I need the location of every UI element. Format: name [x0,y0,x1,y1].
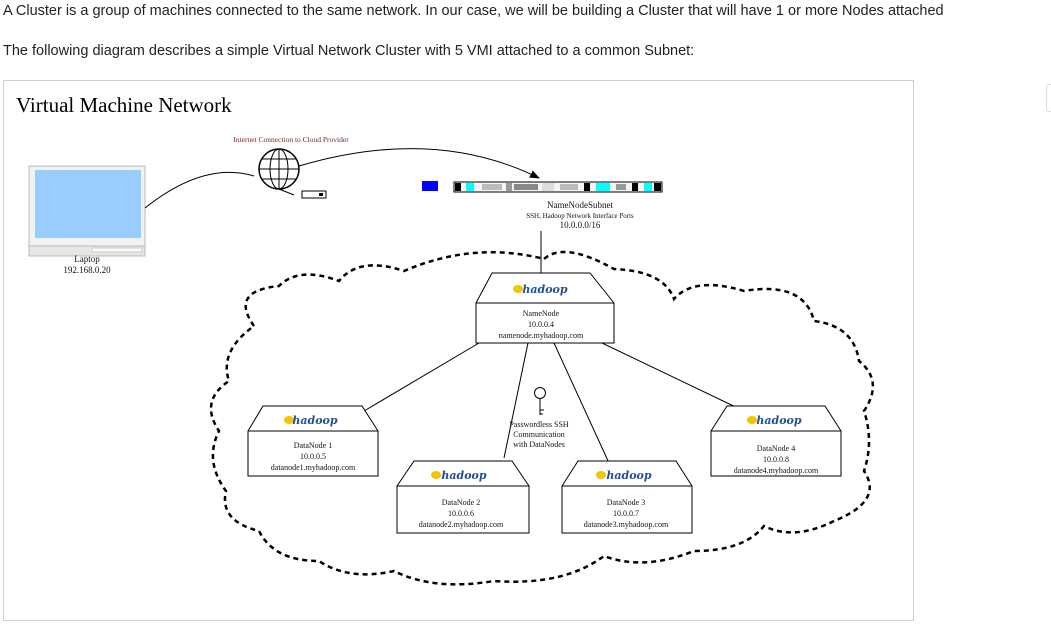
intro-paragraph: A Cluster is a group of machines connect… [3,3,944,19]
datanode2-box: hadoop DataNode 2 10.0.0.6 datanode2.myh… [396,460,530,534]
modem-icon [301,190,327,199]
cluster-cloud [209,250,874,586]
link-datanode1 [358,342,480,415]
datanode4-box: hadoop DataNode 4 10.0.0.8 datanode4.myh… [710,405,842,477]
diagram-frame: Laptop 192.168.0.20 Internet Connection … [3,80,914,621]
datanode1-host: datanode1.myhadoop.com [271,463,356,472]
key-label-line-1: Passwordless SSH [509,420,569,429]
link-datanode2 [503,342,529,459]
hadoop-logo-icon [747,416,757,424]
hadoop-logo-text: hadoop [292,414,337,427]
key-label-line-3: with DataNodes [513,440,565,449]
key-icon [534,387,546,415]
datanode4-host: datanode4.myhadoop.com [734,466,819,475]
datanode2-ip: 10.0.0.6 [448,509,474,518]
link-datanode3 [553,342,610,464]
subnet-port-blue [422,181,438,191]
subnet-ports: SSH, Hadoop Network Interface Ports [526,212,634,220]
key-label-line-2: Communication [513,430,565,439]
subnet-name: NameNodeSubnet [547,200,613,210]
hadoop-logo-icon [596,471,606,479]
link-datanode4 [601,342,745,412]
subnet-cidr: 10.0.0.0/16 [560,220,601,230]
hadoop-logo-text: hadoop [522,283,567,296]
network-diagram: Laptop 192.168.0.20 Internet Connection … [28,135,874,586]
hadoop-logo-text: hadoop [441,469,486,482]
datanode2-host: datanode2.myhadoop.com [419,520,504,529]
subnet-port-cyan [466,183,474,191]
internet-arrow [298,148,540,179]
datanode3-host: datanode3.myhadoop.com [584,520,669,529]
datanode2-name: DataNode 2 [442,498,480,507]
hadoop-logo-icon [513,285,523,293]
datanode3-name: DataNode 3 [607,498,645,507]
laptop-screen [35,170,141,238]
datanode3-box: hadoop DataNode 3 10.0.0.7 datanode3.myh… [561,460,693,534]
laptop-ip: 192.168.0.20 [63,265,111,275]
namenode-ip: 10.0.0.4 [528,320,554,329]
laptop-name: Laptop [74,254,100,264]
hadoop-logo-icon [284,416,294,424]
namenode-box: hadoop NameNode 10.0.0.4 namenode.myhado… [475,272,615,344]
hadoop-logo-icon [431,471,441,479]
diagram-intro-paragraph: The following diagram describes a simple… [3,43,695,59]
hadoop-logo-text: hadoop [756,414,801,427]
subnet-switch-icon [422,181,663,193]
datanode1-box: hadoop DataNode 1 10.0.0.5 datanode1.myh… [247,405,379,477]
globe-icon [258,148,300,190]
namenode-name: NameNode [523,309,560,318]
side-panel-edge [1046,84,1051,112]
internet-label: Internet Connection to Cloud Provider [233,135,349,144]
datanode4-ip: 10.0.0.8 [763,455,789,464]
datanode1-ip: 10.0.0.5 [300,452,326,461]
datanode3-ip: 10.0.0.7 [613,509,639,518]
namenode-host: namenode.myhadoop.com [499,331,584,340]
hadoop-logo-text: hadoop [606,469,651,482]
laptop-globe-link [144,171,255,209]
datanode4-name: DataNode 4 [757,444,795,453]
datanode1-name: DataNode 1 [294,441,332,450]
diagram-title: Virtual Machine Network [16,93,232,117]
laptop-icon [28,165,146,257]
modem-cable [278,188,295,196]
